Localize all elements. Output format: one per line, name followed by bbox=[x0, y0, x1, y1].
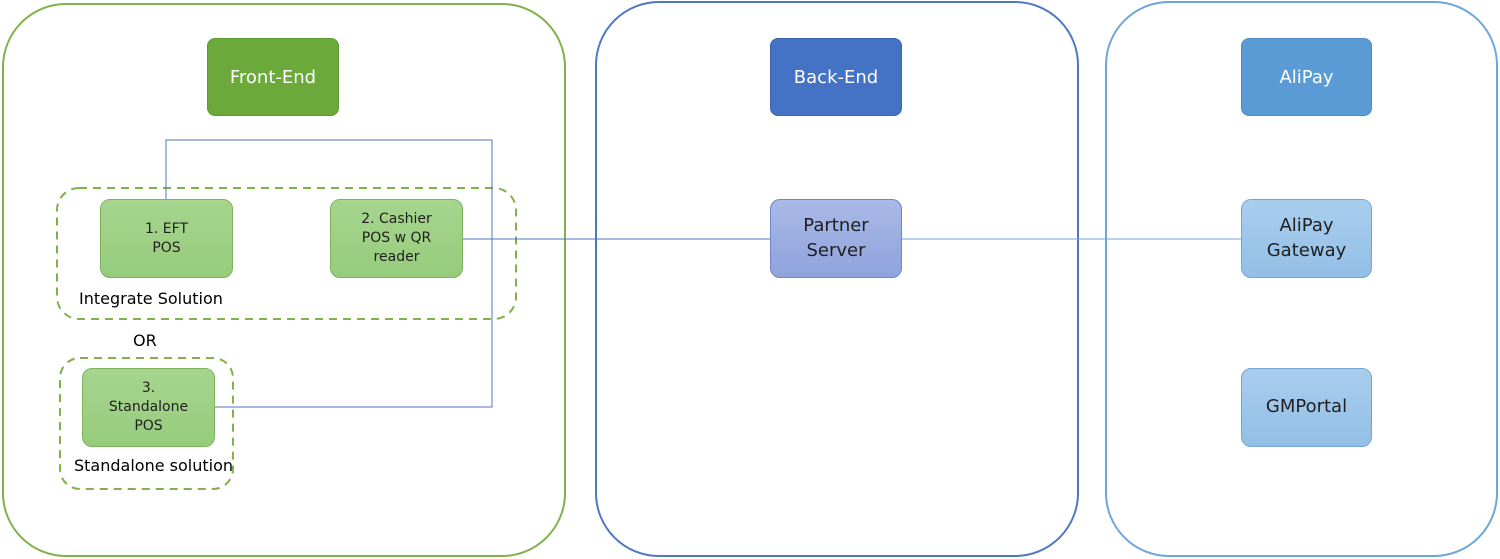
standalone-solution-label: Standalone solution bbox=[74, 456, 233, 475]
cashier-pos-node: 2. Cashier POS w QR reader bbox=[330, 199, 463, 278]
front-end-header: Front-End bbox=[207, 38, 339, 116]
alipay-gateway-node: AliPay Gateway bbox=[1241, 199, 1372, 278]
back-end-header: Back-End bbox=[770, 38, 902, 116]
integrate-solution-group bbox=[56, 187, 517, 320]
integrate-solution-label: Integrate Solution bbox=[79, 289, 223, 308]
eft-pos-node: 1. EFT POS bbox=[100, 199, 233, 278]
partner-server-node: Partner Server bbox=[770, 199, 902, 278]
alipay-header: AliPay bbox=[1241, 38, 1372, 116]
standalone-solution-group bbox=[59, 357, 234, 490]
eft-pos-connector bbox=[165, 139, 493, 239]
or-label: OR bbox=[133, 331, 157, 350]
standalone-pos-connector bbox=[215, 239, 493, 408]
gmportal-node: GMPortal bbox=[1241, 368, 1372, 447]
standalone-pos-node: 3. Standalone POS bbox=[82, 368, 215, 447]
